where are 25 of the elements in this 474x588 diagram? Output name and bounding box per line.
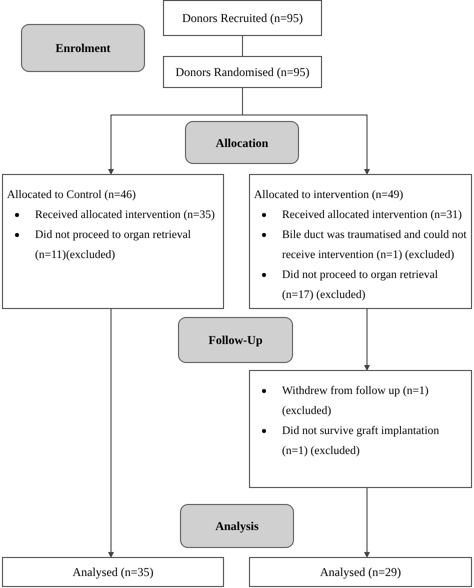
box-heading: Allocated to Control (n=46) — [7, 188, 137, 203]
process-box — [2, 174, 224, 309]
connector-line — [242, 36, 243, 56]
stage-box: Allocation — [185, 121, 299, 164]
process-box — [249, 174, 472, 309]
list-item: Received allocated intervention (n=31) — [282, 208, 462, 223]
arrow — [364, 308, 370, 371]
list-item: Did not proceed to organ retrieval (n=11)(excluded) — [35, 228, 192, 263]
list-item: Did not survive graft implantation (n=1) (excluded) — [282, 424, 440, 459]
box-heading: Allocated to intervention (n=49) — [254, 188, 404, 203]
arrow — [242, 88, 370, 175]
stage-box: Analysis — [180, 504, 294, 548]
arrow — [364, 488, 370, 558]
process-box: Donors Recruited (n=95) — [163, 0, 322, 36]
process-box: Analysed (n=35) — [2, 557, 224, 587]
process-box: Analysed (n=29) — [249, 557, 472, 587]
stage-box: Follow-Up — [178, 317, 293, 363]
list-item: Bile duct was traumatised and could not receive intervention (n=1) (excluded) — [282, 228, 467, 263]
process-box: Donors Randomised (n=95) — [163, 56, 322, 88]
process-box — [249, 370, 472, 488]
arrow — [108, 308, 114, 558]
list-item: Received allocated intervention (n=35) — [35, 208, 215, 223]
list-item: Did not proceed to organ retrieval (n=17) (excluded) — [282, 268, 439, 303]
stage-box: Enrolment — [21, 24, 145, 72]
list-item: Withdrew from follow up (n=1) (excluded) — [282, 384, 430, 419]
